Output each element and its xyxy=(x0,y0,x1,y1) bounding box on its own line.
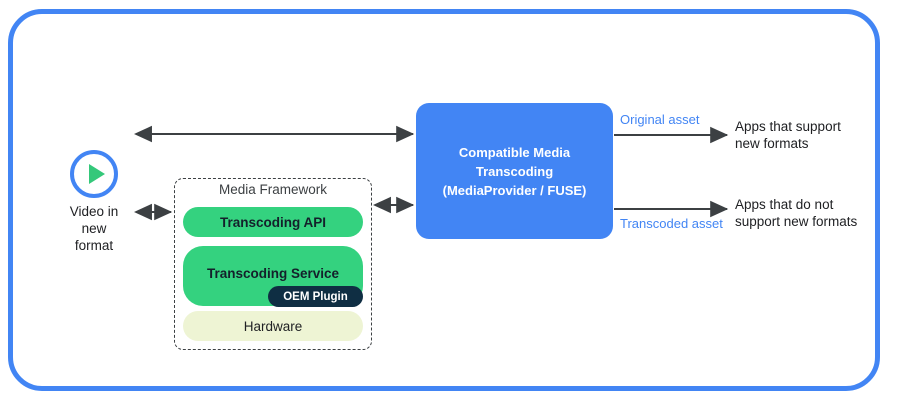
play-ring xyxy=(70,150,118,198)
hardware-node: Hardware xyxy=(183,311,363,341)
media-framework-title: Media Framework xyxy=(218,182,328,197)
transcoding-api-node: Transcoding API xyxy=(183,207,363,237)
play-circle-icon xyxy=(70,150,118,198)
original-asset-edge-label: Original asset xyxy=(620,112,700,127)
transcoding-service-label: Transcoding Service xyxy=(206,265,340,281)
apps-supporting-formats-label: Apps that support new formats xyxy=(735,119,841,151)
source-label: Video in new format xyxy=(69,204,119,253)
play-triangle xyxy=(89,164,105,184)
compatible-media-transcoding-node: Compatible Media Transcoding (MediaProvi… xyxy=(416,103,613,239)
transcoded-asset-edge-label: Transcoded asset xyxy=(620,216,723,231)
oem-plugin-badge: OEM Plugin xyxy=(268,286,363,307)
apps-not-supporting-formats-label: Apps that do not support new formats xyxy=(735,197,858,229)
